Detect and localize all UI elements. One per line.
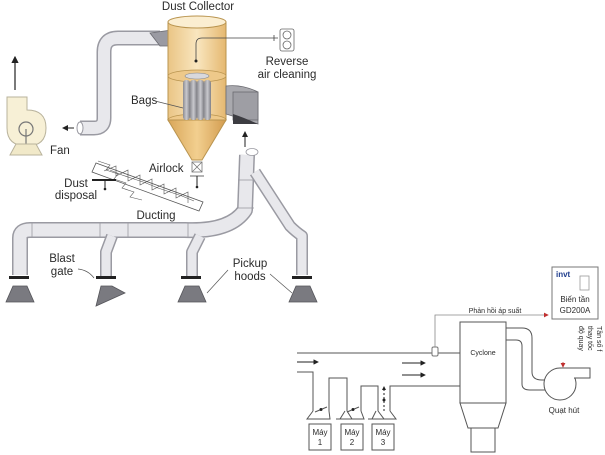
speed-label-line1: Tần số f [595,326,604,351]
inverter-label-line2: GD200A [560,306,591,315]
branch-duct-2 [360,385,379,411]
collector-inlet [225,85,259,125]
pressure-feedback-label: Phản hồi áp suất [469,306,522,315]
airlock-label: Airlock [149,163,184,175]
machine-hood-2 [339,410,365,420]
machine-box-3 [371,423,395,451]
machine-1-label-line2: 1 [318,438,323,447]
pickup-hoods-label-line1: Pickup [233,258,268,270]
pressure-sensor [431,346,439,357]
fan-label: Fan [50,145,70,157]
pressure-feedback-line [434,312,549,347]
ducting-network [12,154,308,276]
dust-disposal-label-line1: Dust [64,178,88,190]
dust-disposal-label-line2: disposal [55,190,97,202]
bags-leader-line [154,100,184,109]
screw-conveyor [91,160,204,212]
fan-icon [6,55,47,156]
cyclone-outlet [470,427,496,453]
speed-label-line2: thay tốc [586,326,595,351]
bags-label: Bags [131,95,157,107]
inverter-brand-logo: invt [556,270,571,279]
cyclone-system-diagram [297,266,599,453]
blast-gates [9,276,312,279]
outlet-duct [76,29,173,136]
dust-collector-diagram: Fan Dust Collector Bags [5,1,318,307]
flow-arrows [297,359,426,378]
machine-box-1 [308,423,332,451]
suction-fan-label: Quạt hút [549,406,580,415]
machine-3-label-line2: 3 [381,438,386,447]
machine-hood-1 [306,410,331,420]
inverter-display [579,275,590,291]
machine-2-label-line2: 2 [350,438,355,447]
cyclone-label: Cyclone [470,350,495,357]
machine-box-2 [340,423,364,451]
ducting-label: Ducting [137,210,176,222]
machine-1-label-line1: Máy [312,428,327,437]
blast-gate-label-line2: gate [51,266,73,278]
speed-control-label: Tần số f thay tốc độ quay [577,326,604,351]
branch-duct-1 [328,377,348,411]
fan-duct-outer [506,327,548,381]
machine-3-label-line1: Máy [375,428,390,437]
main-duct-bottom-left [297,371,314,411]
reverse-air-cleaning-unit [194,28,295,63]
cyclone-body [459,321,507,404]
reverse-air-label-line1: Reverse [266,56,309,68]
pickup-hoods-label-line2: hoods [234,271,266,283]
cyclone-cone [459,402,507,429]
dust-disposal-icon [92,179,116,191]
machine-2-label-line1: Máy [344,428,359,437]
airlock-icon [190,161,204,189]
blast-gate-label-line1: Blast [49,253,75,265]
fan-duct-inner [506,339,546,391]
pickup-hoods-leader-left [206,269,229,294]
duct-joints [31,179,254,237]
inverter-label-line1: Biến tần [560,295,589,304]
blast-gate-leader-line [77,268,95,279]
duct-opening [245,148,259,156]
pickup-hoods-leader-right [269,273,293,294]
pickup-hoods [5,285,318,307]
filter-bags [183,80,211,120]
reverse-air-label-line2: air cleaning [258,69,317,81]
inverter-box [551,266,599,320]
main-duct-bottom-right [389,385,460,411]
speed-label-line3: độ quay [577,326,584,351]
dust-collector-title: Dust Collector [162,1,234,13]
machine-hood-3 [371,410,397,420]
damper-3 [382,398,386,402]
